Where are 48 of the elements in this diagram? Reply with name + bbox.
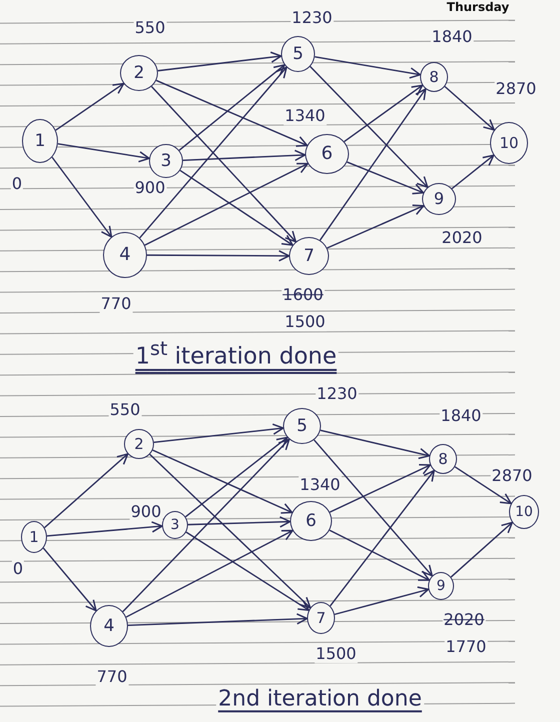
arrow <box>42 548 97 612</box>
arrow <box>330 470 435 606</box>
arrow <box>122 438 290 612</box>
arrow <box>344 84 424 142</box>
node-value: 550 <box>108 401 142 419</box>
node-value: 900 <box>130 503 162 521</box>
arrow <box>329 530 430 581</box>
arrow <box>58 143 150 162</box>
arrow <box>185 436 288 518</box>
arrow <box>310 66 428 188</box>
page-header-text: Thursday <box>444 1 512 15</box>
arrow <box>147 250 290 262</box>
arrow <box>52 156 112 238</box>
arrow <box>320 430 430 460</box>
arrow <box>178 64 286 151</box>
arrow <box>55 82 124 131</box>
arrow <box>314 56 421 79</box>
node-value: 1500 <box>314 645 358 663</box>
arrow <box>180 170 294 246</box>
arrow <box>158 52 282 72</box>
arrow <box>156 80 308 147</box>
iteration-note: 2nd iteration done <box>216 686 424 712</box>
arrow <box>346 161 424 194</box>
arrow <box>334 586 430 616</box>
arrow <box>188 516 291 528</box>
arrow <box>314 439 433 577</box>
arrow <box>326 204 424 249</box>
arrow <box>444 86 495 131</box>
arrow <box>154 423 284 444</box>
arrow <box>139 66 288 238</box>
arrow <box>452 154 494 190</box>
arrow <box>152 450 293 514</box>
arrow <box>330 464 431 513</box>
arrow <box>450 522 513 578</box>
arrow <box>46 521 163 537</box>
arrow <box>126 530 294 618</box>
arrow <box>44 453 129 528</box>
arrow <box>186 532 310 611</box>
node-value: 770 <box>100 295 132 313</box>
node-value: 1340 <box>284 107 326 125</box>
arrow <box>144 162 308 246</box>
arrow <box>149 454 311 608</box>
arrow <box>151 86 297 242</box>
arrow <box>128 613 308 626</box>
arrow <box>454 466 512 504</box>
arrow <box>182 150 306 162</box>
arrow <box>319 88 426 241</box>
node-value: 770 <box>96 668 128 686</box>
